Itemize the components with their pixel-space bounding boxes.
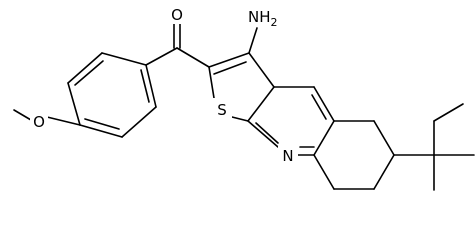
amine-label-subscript: 2 bbox=[271, 16, 278, 29]
bond bbox=[255, 122, 279, 144]
bond-layer bbox=[13, 23, 475, 191]
bond bbox=[140, 69, 150, 103]
bond bbox=[145, 64, 157, 108]
atom-label-layer: O NH2 S N O bbox=[30, 4, 298, 166]
thiophene-sulfur-label: S bbox=[217, 101, 227, 119]
label-mask bbox=[30, 111, 48, 131]
bond bbox=[121, 106, 157, 138]
bond bbox=[176, 47, 210, 68]
methoxy-oxygen-label: O bbox=[33, 113, 45, 131]
bond bbox=[311, 94, 327, 120]
label-mask bbox=[212, 98, 232, 120]
bond bbox=[208, 52, 250, 68]
bond bbox=[313, 120, 335, 156]
bond bbox=[213, 61, 247, 75]
bond bbox=[145, 47, 178, 66]
bond bbox=[208, 66, 215, 99]
bond bbox=[248, 52, 275, 88]
amine-label-base: NH bbox=[248, 8, 271, 26]
label-mask bbox=[168, 4, 184, 24]
amine-label: NH2 bbox=[248, 8, 278, 29]
bond bbox=[433, 103, 464, 122]
chemical-structure-diagram: O NH2 S N O bbox=[13, 4, 475, 191]
bond bbox=[373, 120, 395, 156]
bond bbox=[46, 116, 81, 126]
pyridine-nitrogen-label: N bbox=[282, 147, 293, 165]
bond bbox=[231, 116, 249, 122]
bond bbox=[248, 27, 258, 54]
bond bbox=[247, 120, 279, 148]
bond bbox=[247, 86, 275, 122]
bond bbox=[313, 86, 335, 122]
bond bbox=[313, 154, 335, 190]
bond bbox=[84, 118, 120, 130]
bond bbox=[67, 52, 103, 84]
ketone-oxygen-label: O bbox=[171, 6, 183, 24]
bond bbox=[74, 60, 104, 86]
bond bbox=[373, 154, 395, 190]
bond bbox=[79, 124, 123, 138]
bond bbox=[67, 82, 81, 126]
bond bbox=[101, 52, 147, 66]
bond bbox=[13, 109, 32, 121]
label-mask bbox=[278, 146, 298, 166]
